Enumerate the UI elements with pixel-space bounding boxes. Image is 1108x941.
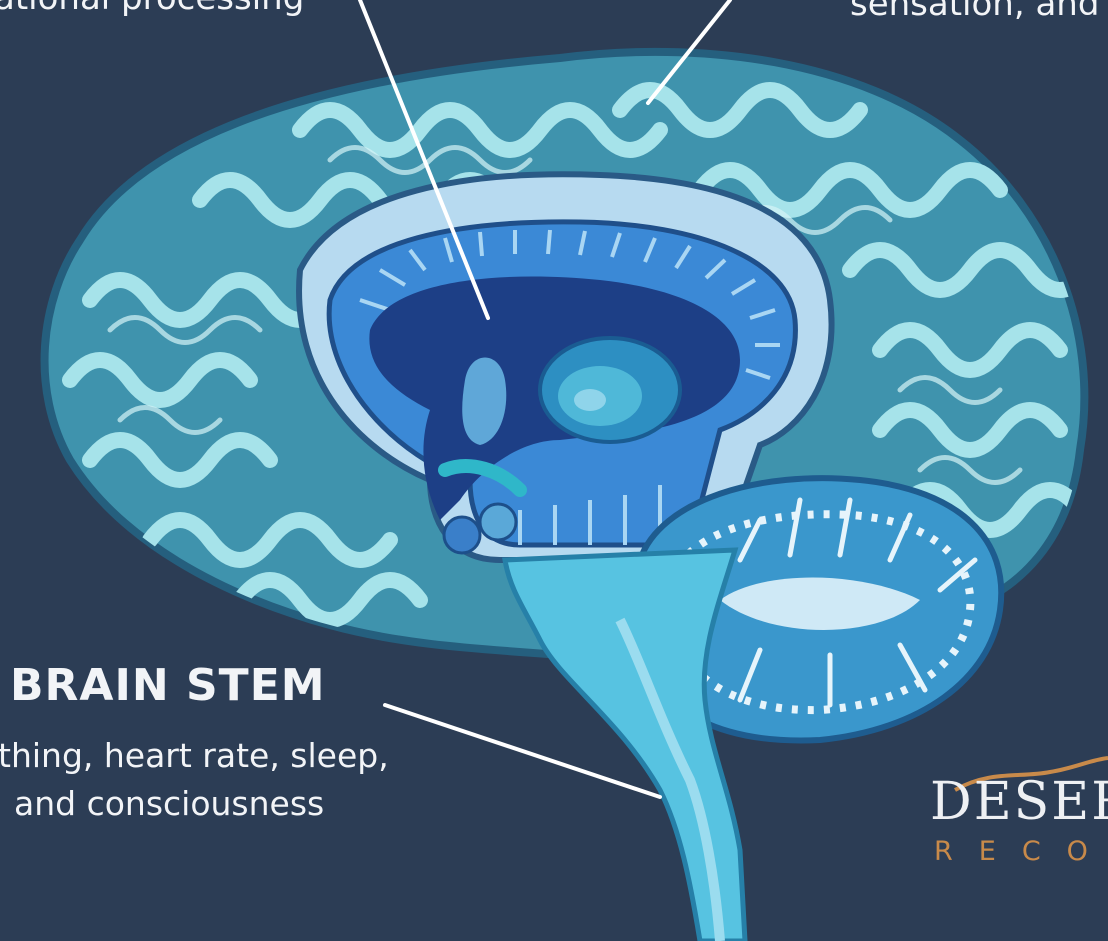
brain-stem-heading: BRAIN STEM [10,660,326,711]
logo-wordmark: DESER [930,772,1108,832]
brain-stem-description-line1: thing, heart rate, sleep, [0,736,389,775]
cortex-description: sensation, and [850,0,1099,24]
limbic-description: ational processing [0,0,304,18]
brain-stem [505,550,745,941]
logo-subtitle: RECO [934,836,1108,867]
brain-stem-description-line2: and consciousness [14,784,324,823]
